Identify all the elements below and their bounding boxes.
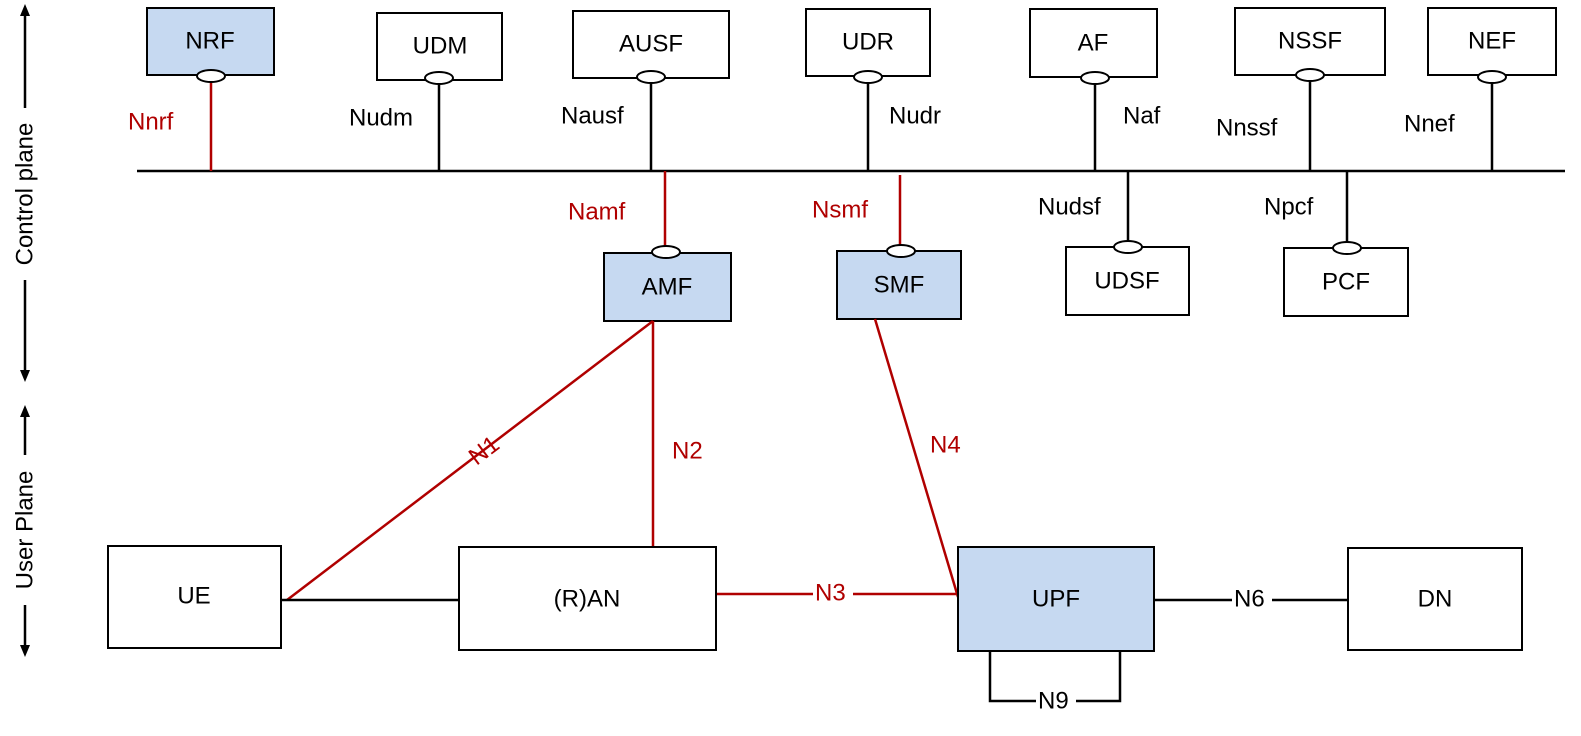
arrow-up-icon	[20, 4, 30, 16]
nef-label: NEF	[1468, 28, 1516, 55]
amf-box	[603, 252, 732, 322]
ue-box	[107, 545, 282, 649]
smf-box	[836, 250, 962, 320]
n1-label: N1	[464, 431, 505, 471]
nudr-label: Nudr	[889, 103, 941, 130]
ausf-label: AUSF	[619, 31, 683, 58]
ue-label: UE	[177, 583, 210, 610]
nssf-box	[1234, 7, 1386, 76]
n6-label: N6	[1234, 586, 1265, 613]
control-plane-label: Control plane	[12, 123, 39, 266]
nudsf-label: Nudsf	[1038, 194, 1101, 221]
af-box	[1029, 8, 1158, 78]
nef-sap-icon	[1477, 70, 1507, 84]
pcf-sap-icon	[1332, 241, 1362, 255]
n9-label: N9	[1038, 688, 1069, 715]
n4-label: N4	[930, 432, 961, 459]
udr-label: UDR	[842, 29, 894, 56]
nausf-label: Nausf	[561, 103, 624, 130]
udm-label: UDM	[413, 33, 468, 60]
nnrf-label: Nnrf	[128, 109, 174, 136]
user-plane-label: User Plane	[12, 471, 39, 590]
arrow-down-icon	[20, 645, 30, 657]
udr-sap-icon	[853, 70, 883, 84]
udsf-box	[1065, 246, 1190, 316]
npcf-label: Npcf	[1264, 194, 1314, 221]
pcf-label: PCF	[1322, 269, 1370, 296]
n2-label: N2	[672, 438, 703, 465]
user-plane-axis: User Plane	[12, 405, 39, 657]
nnef-label: Nnef	[1404, 111, 1455, 138]
amf-sap-icon	[651, 245, 681, 259]
smf-label: SMF	[874, 272, 925, 299]
nef-box	[1427, 7, 1557, 76]
dn-box	[1347, 547, 1523, 651]
n1-line	[286, 320, 654, 601]
nssf-label: NSSF	[1278, 28, 1342, 55]
nrf-sap-icon	[196, 69, 226, 83]
control-plane-axis: Control plane	[12, 4, 39, 382]
arrow-up-icon	[20, 405, 30, 417]
ran-label: (R)AN	[554, 586, 621, 613]
upf-box	[957, 546, 1155, 652]
smf-sap-icon	[886, 244, 916, 258]
ausf-sap-icon	[636, 70, 666, 84]
nsmf-label: Nsmf	[812, 197, 868, 224]
amf-label: AMF	[642, 274, 693, 301]
naf-label: Naf	[1123, 103, 1161, 130]
n3-label: N3	[815, 580, 846, 607]
udm-sap-icon	[424, 71, 454, 85]
nrf-label: NRF	[185, 28, 234, 55]
dn-label: DN	[1418, 586, 1453, 613]
nudm-label: Nudm	[349, 105, 413, 132]
udsf-label: UDSF	[1094, 268, 1159, 295]
arrow-down-icon	[20, 370, 30, 382]
nssf-sap-icon	[1295, 68, 1325, 82]
af-sap-icon	[1080, 71, 1110, 85]
n4-line	[873, 318, 960, 598]
ran-box	[458, 546, 717, 651]
udr-box	[805, 8, 931, 77]
namf-label: Namf	[568, 199, 626, 226]
udsf-sap-icon	[1113, 240, 1143, 254]
upf-label: UPF	[1032, 586, 1080, 613]
af-label: AF	[1078, 30, 1109, 57]
nnssf-label: Nnssf	[1216, 115, 1278, 142]
